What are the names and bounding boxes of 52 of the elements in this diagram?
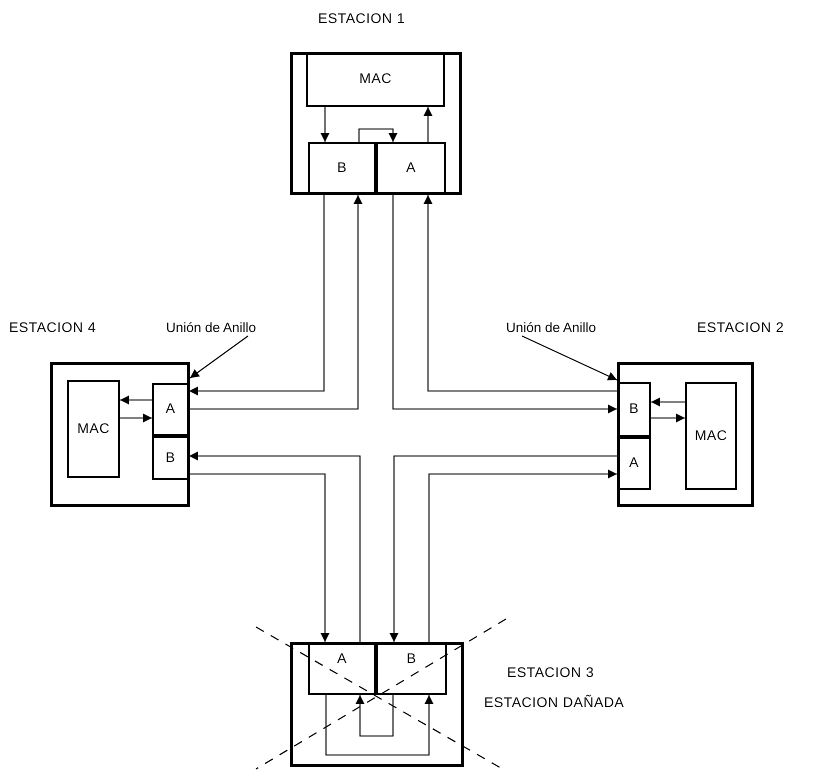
signal-arrow bbox=[428, 470, 617, 642]
mac-box bbox=[67, 380, 120, 478]
signal-arrow bbox=[358, 128, 398, 142]
signal-arrow bbox=[390, 455, 617, 642]
station-box bbox=[50, 362, 190, 507]
box-label: A bbox=[166, 401, 176, 415]
box-label: MAC bbox=[359, 71, 392, 85]
signal-arrow bbox=[651, 414, 685, 422]
signal-arrow bbox=[424, 195, 617, 392]
mac-box bbox=[685, 382, 737, 490]
leader-arrow bbox=[522, 336, 618, 380]
annotation-text: Unión de Anillo bbox=[506, 320, 626, 336]
signal-arrow bbox=[120, 396, 152, 404]
station-box bbox=[290, 642, 464, 767]
signal-arrow bbox=[424, 107, 432, 142]
station-label: ESTACION 2 bbox=[697, 320, 784, 334]
signal-arrow bbox=[189, 195, 362, 410]
signal-arrow bbox=[356, 695, 394, 737]
signal-arrow bbox=[189, 195, 325, 396]
box-label: A bbox=[406, 160, 416, 174]
signal-arrow bbox=[189, 473, 330, 642]
station-label: ESTACION 1 bbox=[318, 11, 406, 25]
signal-arrow bbox=[320, 107, 330, 142]
box-label: B bbox=[337, 160, 347, 174]
annotation-text: Unión de Anillo bbox=[166, 320, 286, 336]
box-label: B bbox=[629, 401, 639, 415]
port-box bbox=[376, 142, 446, 195]
signal-arrow bbox=[120, 414, 152, 422]
signal-arrow bbox=[325, 695, 434, 756]
signal-arrow bbox=[651, 398, 685, 406]
port-box bbox=[308, 142, 376, 195]
port-box bbox=[308, 642, 376, 695]
station-box bbox=[617, 362, 754, 507]
station-box bbox=[290, 52, 462, 195]
box-label: B bbox=[406, 651, 416, 665]
station-label: ESTACION 4 bbox=[9, 320, 96, 334]
signal-arrow bbox=[392, 195, 617, 414]
box-label: A bbox=[337, 651, 347, 665]
box-label: MAC bbox=[77, 420, 110, 434]
leader-arrow bbox=[190, 336, 248, 378]
station-label: ESTACION DAÑADA bbox=[484, 695, 624, 709]
port-box bbox=[152, 436, 189, 480]
signal-arrow bbox=[189, 452, 361, 642]
box-label: B bbox=[166, 450, 176, 464]
box-label: A bbox=[629, 455, 639, 469]
mac-box bbox=[306, 52, 445, 107]
box-label: MAC bbox=[694, 428, 728, 442]
port-box bbox=[617, 437, 651, 490]
port-box bbox=[152, 383, 189, 436]
port-box bbox=[376, 642, 447, 695]
station-label: ESTACION 3 bbox=[507, 665, 594, 679]
port-box bbox=[617, 382, 651, 437]
